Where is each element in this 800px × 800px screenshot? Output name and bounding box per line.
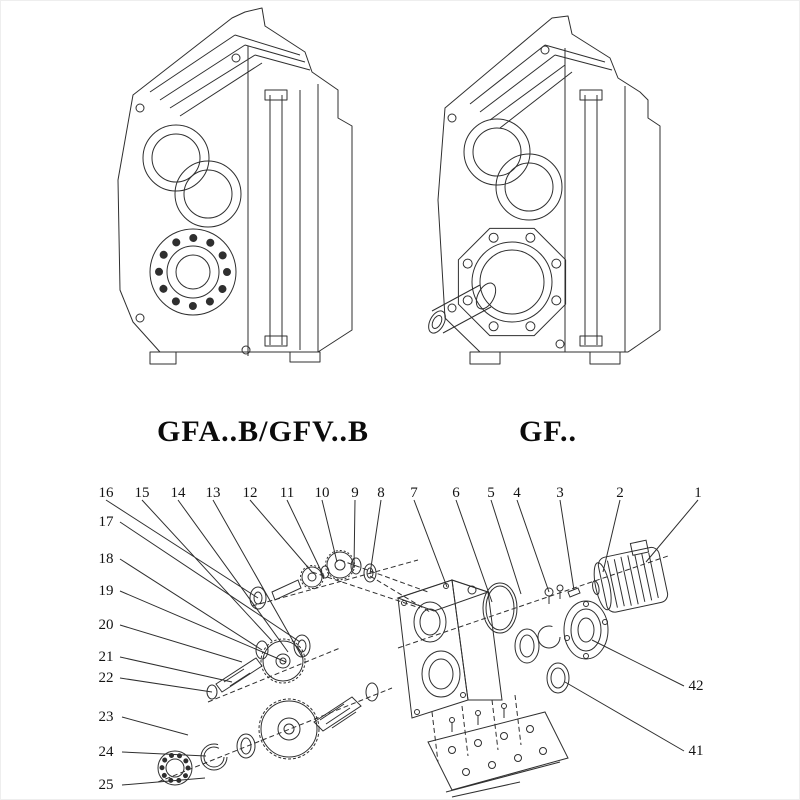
part-number-18: 18 (98, 551, 114, 567)
motor (592, 539, 669, 613)
caption-gf: GF.. (519, 415, 577, 448)
part-number-3: 3 (556, 485, 564, 501)
input-side-parts (482, 582, 609, 694)
part-number-17: 17 (98, 514, 114, 530)
output-stage-parts (157, 682, 379, 786)
part-number-23: 23 (98, 709, 114, 725)
part-number-21: 21 (98, 649, 114, 665)
part-number-13: 13 (205, 485, 221, 501)
upper-bearing-bosses (142, 124, 242, 228)
part-number-5: 5 (487, 485, 495, 501)
part-number-9: 9 (351, 485, 359, 501)
first-stage-parts (249, 550, 377, 610)
part-number-42: 42 (688, 678, 704, 694)
gearbox-gfab-outline (117, 7, 353, 353)
part-number-24: 24 (98, 744, 114, 760)
gearbox-gfab-drawing (117, 7, 353, 365)
part-number-14: 14 (170, 485, 186, 501)
mounting-plate (427, 703, 569, 798)
part-number-19: 19 (98, 583, 114, 599)
hollow-shaft-bearing (149, 228, 237, 316)
part-number-6: 6 (452, 485, 460, 501)
exploded-parts-diagram (105, 499, 699, 798)
leader-lines (105, 499, 699, 786)
part-number-16: 16 (98, 485, 114, 501)
output-flange (457, 227, 567, 337)
part-number-22: 22 (98, 670, 114, 686)
part-number-15: 15 (134, 485, 150, 501)
gear-housing (396, 579, 503, 719)
part-number-20: 20 (98, 617, 114, 633)
part-number-10: 10 (314, 485, 330, 501)
part-number-2: 2 (616, 485, 624, 501)
gearbox-gf-drawing (428, 15, 661, 365)
caption-gfab: GFA..B/GFV..B (157, 415, 369, 448)
part-number-25: 25 (98, 777, 114, 793)
part-number-12: 12 (242, 485, 258, 501)
gearbox-gf-outline (437, 15, 661, 353)
part-number-8: 8 (377, 485, 385, 501)
part-number-7: 7 (410, 485, 418, 501)
assembly-axis-lines (157, 555, 669, 783)
output-shaft (428, 282, 497, 334)
upper-bearing-bosses (463, 118, 563, 221)
part-number-41: 41 (688, 743, 704, 759)
part-number-1: 1 (694, 485, 702, 501)
part-number-4: 4 (513, 485, 521, 501)
second-stage-parts (206, 634, 311, 700)
part-number-11: 11 (279, 485, 295, 501)
